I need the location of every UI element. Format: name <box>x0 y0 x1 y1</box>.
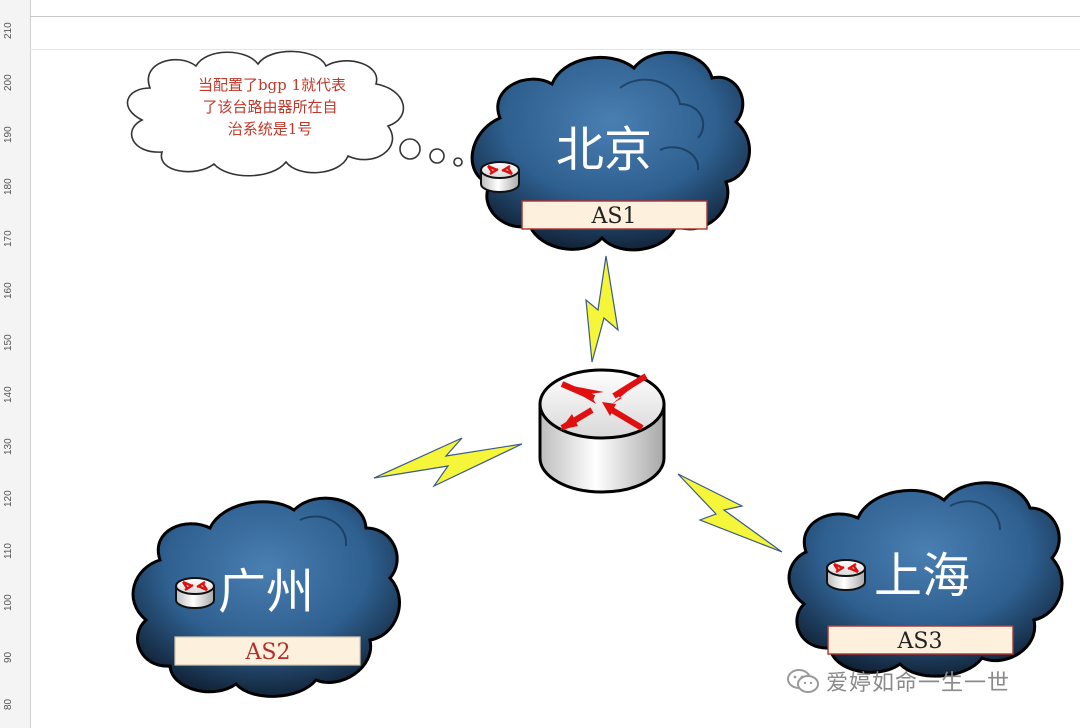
wechat-icon <box>787 669 819 693</box>
router-icon <box>174 576 216 610</box>
bubble-line: 当配置了bgp 1就代表 <box>198 76 346 94</box>
router-icon <box>479 160 521 194</box>
watermark-text: 爱婷如命一生一世 <box>826 671 1011 696</box>
thought-bubble-icon: 当配置了bgp 1就代表 了该台路由器所在自 治系统是1号 <box>126 50 463 177</box>
vertical-ruler: 210 200 190 180 170 160 150 140 130 120 … <box>0 0 31 728</box>
as-label-beijing: AS1 <box>591 204 637 229</box>
as-box-shanghai <box>827 625 1014 655</box>
page-top-guide <box>30 49 1080 50</box>
city-label-guangzhou: 广州 <box>218 564 314 620</box>
city-label-beijing: 北京 <box>556 122 652 178</box>
bubble-line: 治系统是1号 <box>228 120 313 138</box>
page-top-edge <box>30 16 1080 17</box>
lightning-icon-link-beijing <box>585 255 619 363</box>
lightning-icon-link-guangzhou <box>373 437 523 488</box>
as-label-shanghai: AS3 <box>897 629 943 654</box>
as-box-beijing <box>521 200 708 230</box>
bubble-line: 了该台路由器所在自 <box>202 98 337 116</box>
router-icon-central <box>538 368 666 494</box>
city-label-shanghai: 上海 <box>874 548 970 604</box>
watermark: 爱婷如命一生一世 <box>786 666 1010 696</box>
lightning-icon-link-shanghai <box>677 473 783 553</box>
as-label-guangzhou: AS2 <box>245 640 291 665</box>
as-box-guangzhou <box>174 636 361 666</box>
router-icon <box>825 558 867 592</box>
